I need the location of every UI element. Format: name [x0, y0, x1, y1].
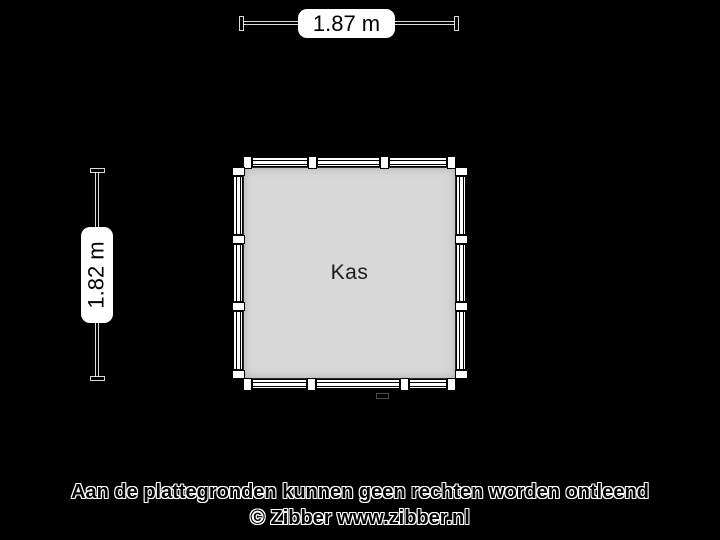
wall-bottom — [243, 377, 456, 391]
window-segment — [316, 157, 380, 167]
top-dimension-value: 1.87 m — [312, 10, 381, 36]
wall-post — [243, 377, 252, 391]
wall-post — [243, 155, 252, 169]
window-segment — [252, 157, 308, 167]
wall-post — [454, 370, 468, 380]
left-dimension-tick-bottom — [91, 377, 104, 380]
window-segment — [456, 176, 466, 235]
wall-right — [454, 167, 468, 380]
window-segment — [408, 379, 447, 389]
left-dimension-value: 1.82 m — [84, 241, 110, 309]
room-label: Kas — [330, 261, 369, 284]
wall-post — [231, 302, 245, 312]
wall-post — [399, 377, 409, 391]
wall-post — [447, 155, 457, 169]
wall-post — [307, 155, 317, 169]
left-dimension-label: 1.82 m — [81, 227, 113, 323]
floorplan: Kas — [230, 154, 469, 392]
wall-post — [231, 370, 245, 380]
wall-post — [231, 234, 245, 244]
top-dimension-label: 1.87 m — [298, 9, 395, 38]
wall-post — [454, 167, 468, 176]
window-segment — [233, 243, 243, 303]
window-segment — [233, 176, 243, 235]
top-dimension-tick-left — [240, 17, 243, 30]
window-segment — [388, 157, 448, 167]
disclaimer-text: Aan de plattegronden kunnen geen rechten… — [71, 481, 649, 503]
wall-post — [231, 167, 245, 176]
room-floor: Kas — [243, 167, 456, 379]
wall-post — [447, 377, 456, 391]
wall-top — [243, 155, 457, 169]
window-segment — [252, 379, 307, 389]
credit-text: © Zibber www.zibber.nl — [250, 507, 470, 529]
wall-post — [379, 155, 389, 169]
left-dimension-tick-top — [91, 169, 104, 172]
window-segment — [315, 379, 400, 389]
window-segment — [456, 243, 466, 303]
window-segment — [233, 311, 243, 371]
window-segment — [456, 311, 466, 371]
wall-post — [454, 234, 468, 244]
top-dimension-tick-right — [455, 17, 458, 30]
wall-post — [306, 377, 316, 391]
wall-post — [454, 302, 468, 312]
door-tick — [377, 394, 388, 398]
footer: Aan de plattegronden kunnen geen rechten… — [0, 479, 720, 531]
wall-left — [231, 167, 245, 380]
